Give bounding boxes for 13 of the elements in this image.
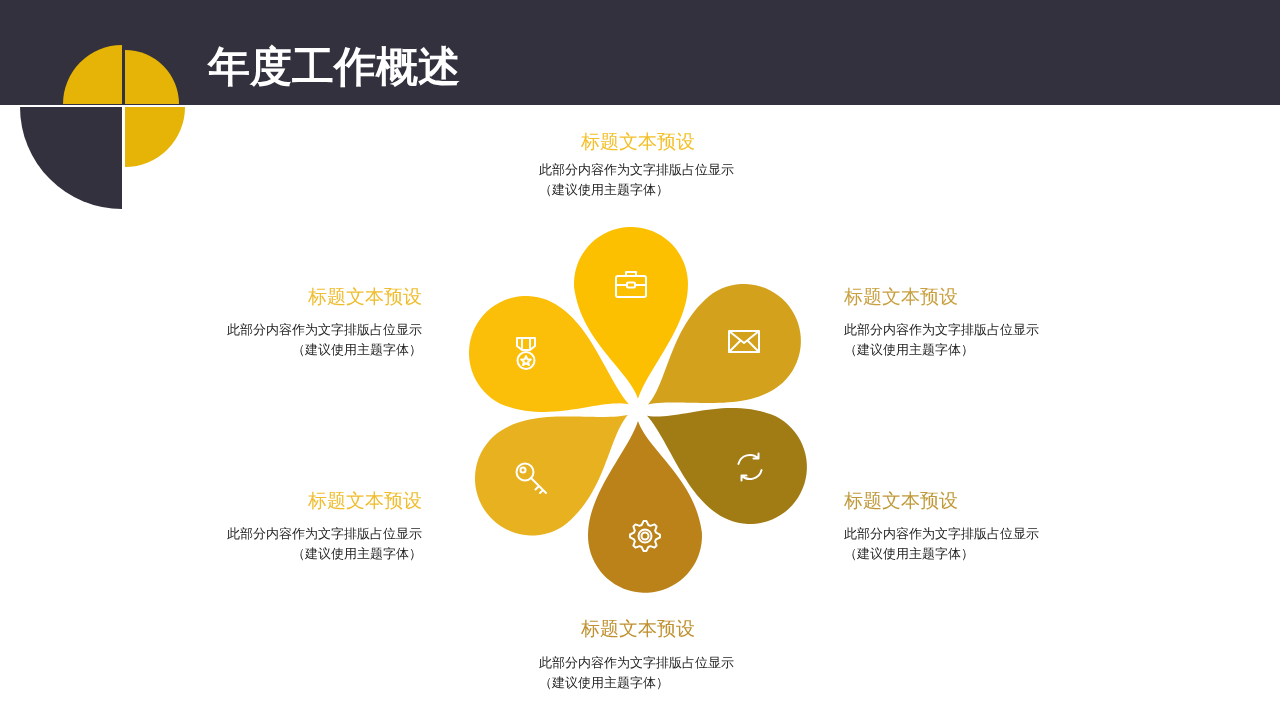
heading-text: 标题文本预设	[844, 488, 958, 513]
heading-text: 标题文本预设	[581, 129, 695, 154]
description-text: 此部分内容作为文字排版占位显示（建议使用主题字体）	[844, 321, 1040, 359]
description-text: 此部分内容作为文字排版占位显示（建议使用主题字体）	[226, 525, 422, 563]
heading-text: 标题文本预设	[581, 616, 695, 641]
heading-text: 标题文本预设	[308, 284, 422, 309]
heading-text: 标题文本预设	[308, 488, 422, 513]
description-text: 此部分内容作为文字排版占位显示（建议使用主题字体）	[844, 525, 1040, 563]
slide-title: 年度工作概述	[208, 41, 460, 93]
heading-text: 标题文本预设	[844, 284, 958, 309]
description-text: 此部分内容作为文字排版占位显示（建议使用主题字体）	[538, 654, 735, 692]
description-text: 此部分内容作为文字排版占位显示（建议使用主题字体）	[538, 161, 735, 199]
description-text: 此部分内容作为文字排版占位显示（建议使用主题字体）	[226, 321, 422, 359]
